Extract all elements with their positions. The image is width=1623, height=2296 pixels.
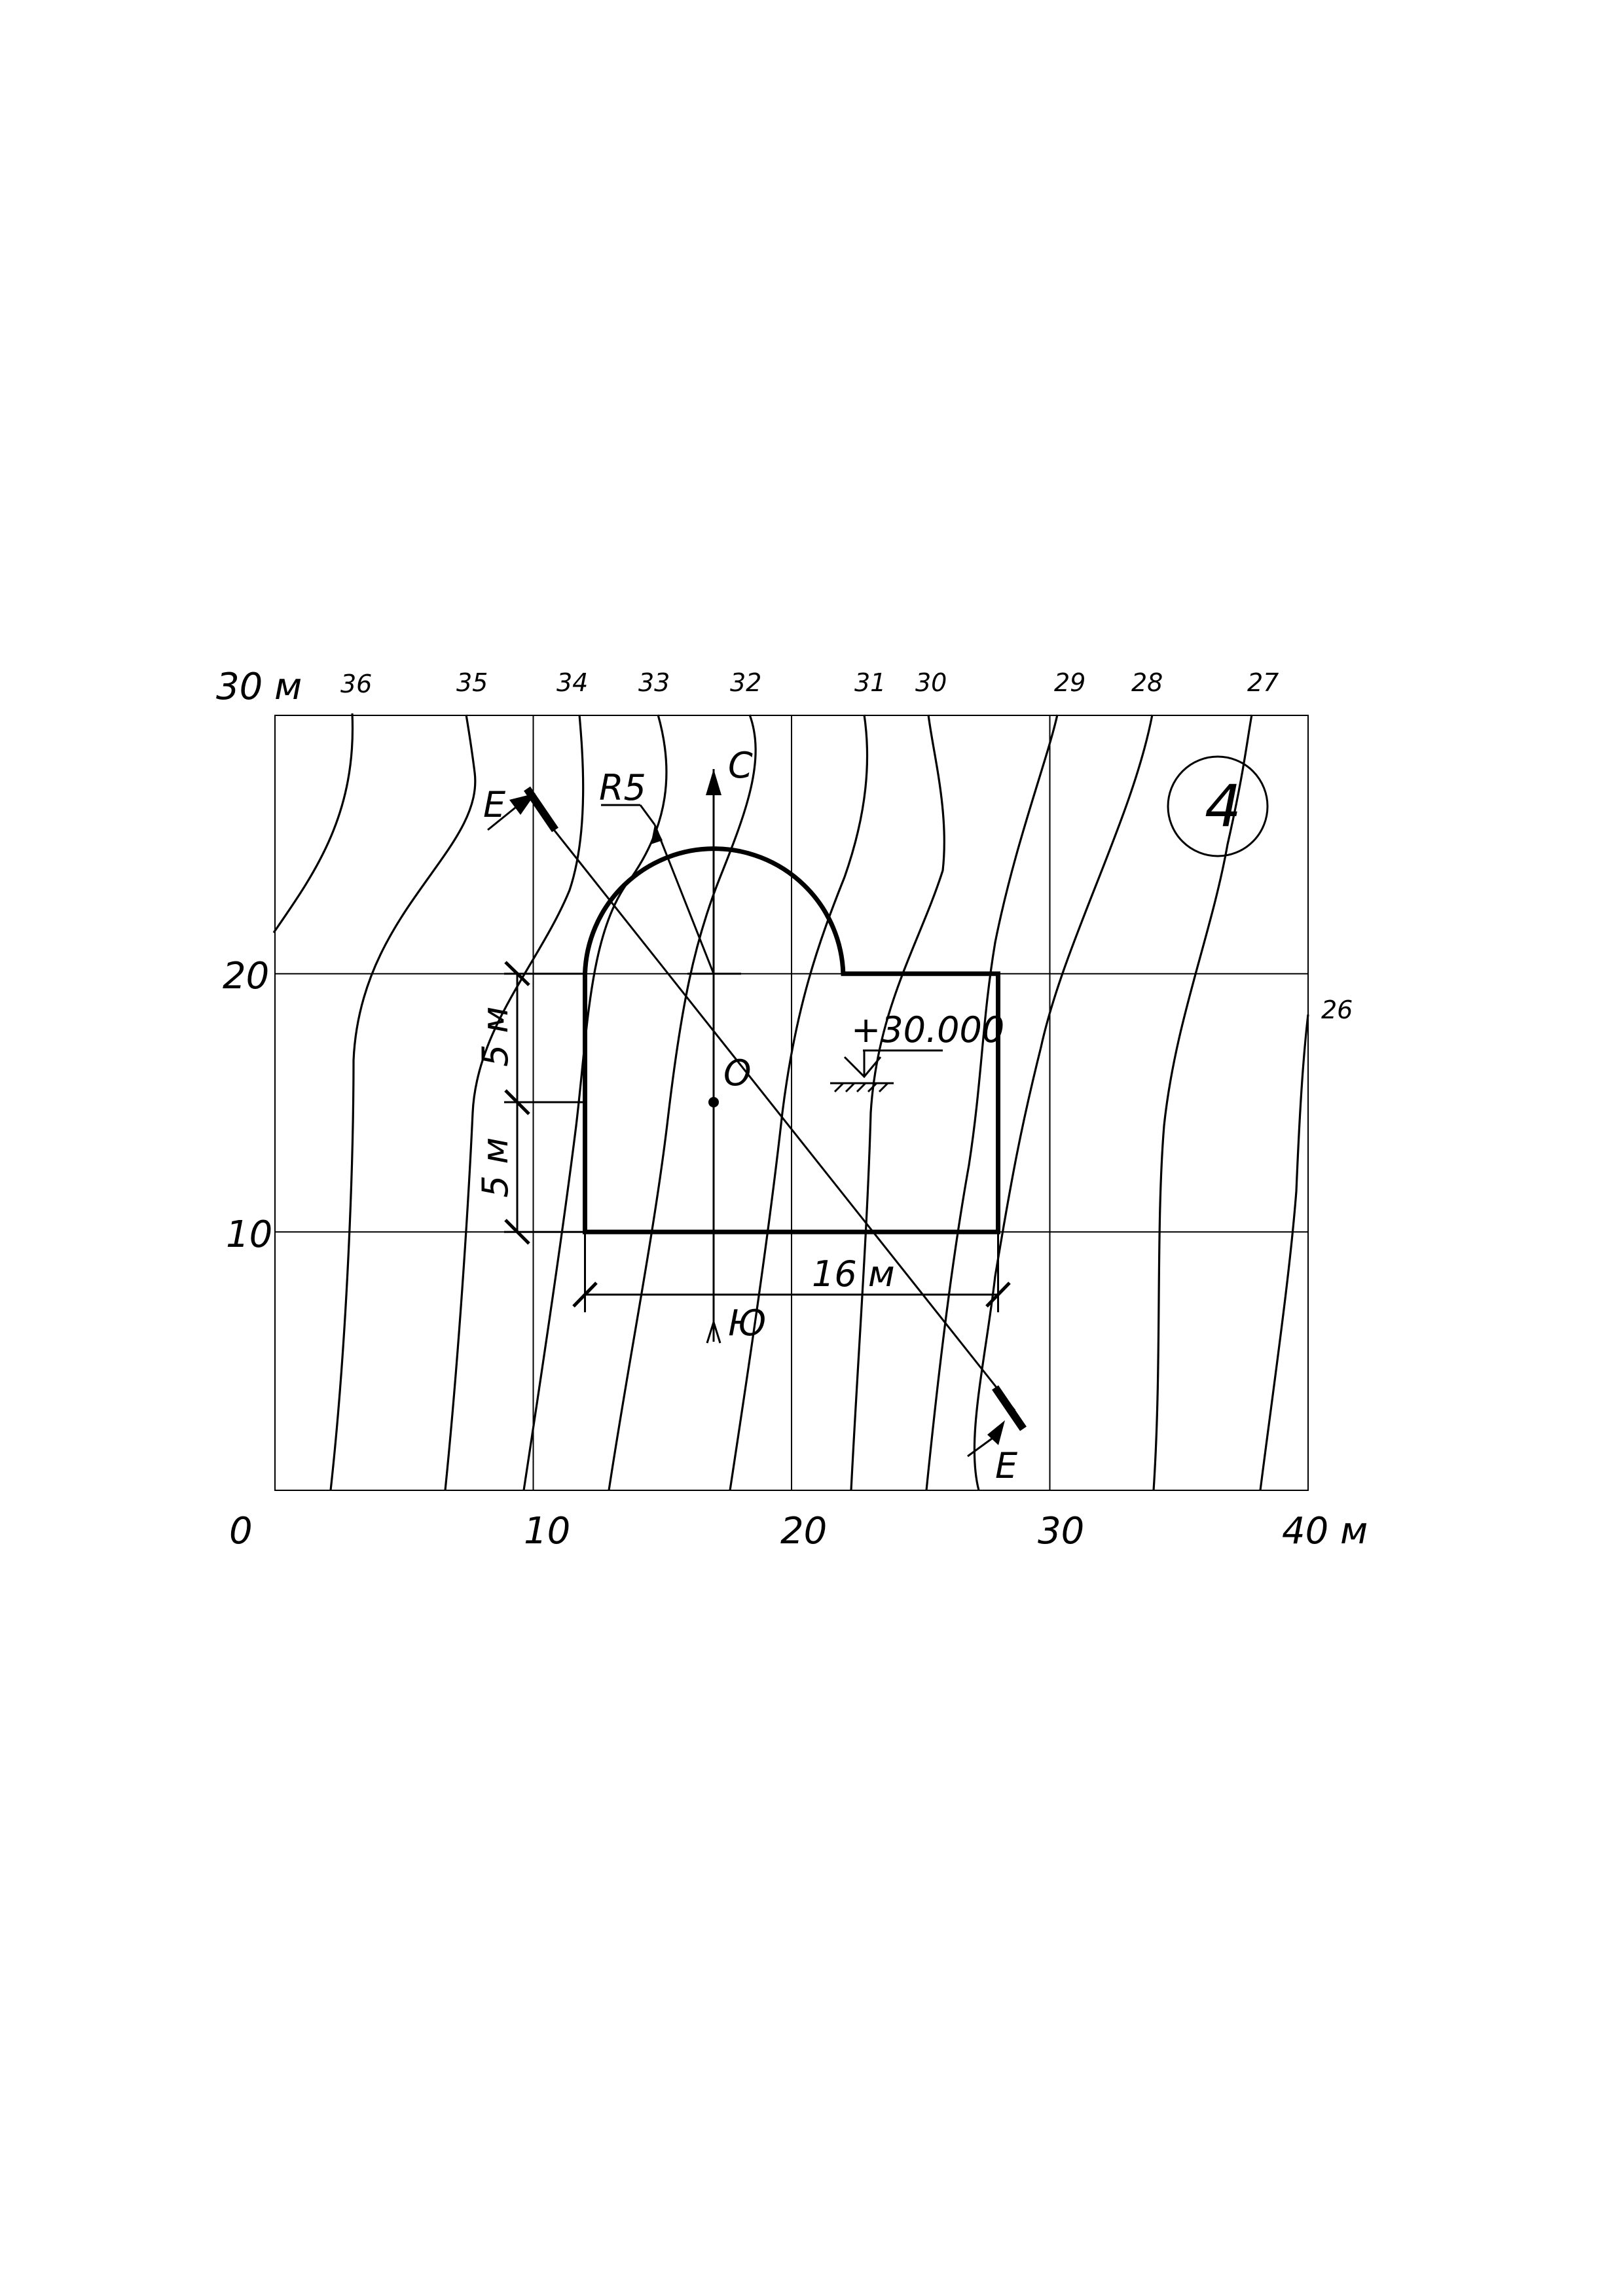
elevation-mark-label: +30.000 [851, 1009, 1004, 1050]
radius-leader-arrow [651, 825, 663, 844]
contour-label-30: 30 [915, 668, 947, 697]
x-axis-label-10: 10 [524, 1510, 570, 1552]
dim-upper-label: 5 м [475, 1007, 516, 1067]
variant-circle [1167, 755, 1269, 857]
section-arrow-start-tail [487, 804, 519, 831]
radius-annotation: R5 [599, 767, 741, 975]
contour-labels: 36 35 34 33 32 31 30 29 28 27 26 [340, 668, 1353, 1024]
width-tick-right [985, 1282, 1011, 1308]
variant-number: 4 [1205, 772, 1241, 840]
width-tick-left [572, 1282, 598, 1308]
contour-line-26 [1259, 1014, 1309, 1491]
variant-badge: 4 [1167, 755, 1269, 857]
x-axis-label-30: 30 [1038, 1510, 1084, 1552]
site-outline [583, 846, 1000, 1234]
section-label-start: Е [483, 784, 506, 825]
width-label: 16 м [812, 1253, 895, 1295]
y-axis-label-20: 20 [223, 955, 269, 997]
contour-label-28: 28 [1131, 668, 1163, 697]
radius-leader-bend [639, 804, 656, 825]
x-axis-label-0: 0 [229, 1510, 253, 1552]
radius-leader [653, 824, 715, 975]
contour-label-27: 27 [1247, 668, 1279, 697]
contour-line-36 [272, 713, 354, 933]
contour-label-33: 33 [638, 668, 670, 697]
section-arrow-end-tail [967, 1437, 993, 1458]
section-label-end: Е [995, 1445, 1018, 1486]
contour-label-32: 32 [730, 668, 761, 697]
x-axis-label-20: 20 [780, 1510, 827, 1552]
contour-label-26: 26 [1321, 996, 1353, 1024]
section-cut-line [536, 808, 1016, 1411]
contour-line-30 [850, 714, 945, 1491]
contour-lines [272, 713, 1309, 1491]
x-axis-label-40: 40 м [1282, 1510, 1368, 1552]
north-label: С [728, 745, 753, 786]
y-axis-label-10: 10 [226, 1213, 272, 1256]
contour-line-29 [925, 714, 1059, 1491]
center-dot [708, 1097, 719, 1107]
center-point: O [708, 1052, 752, 1107]
contour-line-28 [973, 714, 1154, 1491]
section-line-e-e: Е Е [483, 784, 1027, 1486]
dim-lower-label: 5 м [475, 1138, 516, 1198]
contour-line-32 [608, 714, 757, 1491]
contour-label-36: 36 [340, 670, 372, 698]
contour-label-35: 35 [456, 668, 488, 697]
height-tick-bottom [504, 1219, 530, 1245]
contour-label-34: 34 [556, 668, 588, 697]
contour-line-31 [729, 714, 869, 1491]
elevation-mark: +30.000 [830, 1009, 1004, 1093]
axis-labels: 0 10 20 30 40 м 30 м 20 10 [216, 666, 1368, 1552]
radius-label: R5 [599, 767, 646, 808]
section-arrow-end [987, 1420, 1005, 1445]
contour-line-27 [1152, 714, 1253, 1491]
contour-line-35 [329, 714, 477, 1491]
height-tick-top [504, 961, 530, 986]
y-axis-label-30: 30 м [216, 666, 302, 708]
section-mark-end [992, 1385, 1027, 1431]
contour-label-29: 29 [1054, 668, 1085, 697]
height-tick-mid [504, 1089, 530, 1115]
north-south-axis: С Ю [706, 745, 766, 1344]
contour-label-31: 31 [854, 668, 886, 697]
width-dimension: 16 м [572, 1232, 1011, 1312]
section-arrow-start [509, 793, 536, 815]
north-arrow-head [706, 769, 721, 795]
elevation-hatch [833, 1082, 889, 1093]
contour-line-34 [444, 714, 585, 1491]
height-dimension: 5 м 5 м [475, 961, 585, 1245]
plan-grid [274, 715, 1309, 1491]
south-arrow-tip [706, 1318, 721, 1344]
center-label: O [723, 1052, 752, 1094]
south-label: Ю [728, 1302, 766, 1344]
